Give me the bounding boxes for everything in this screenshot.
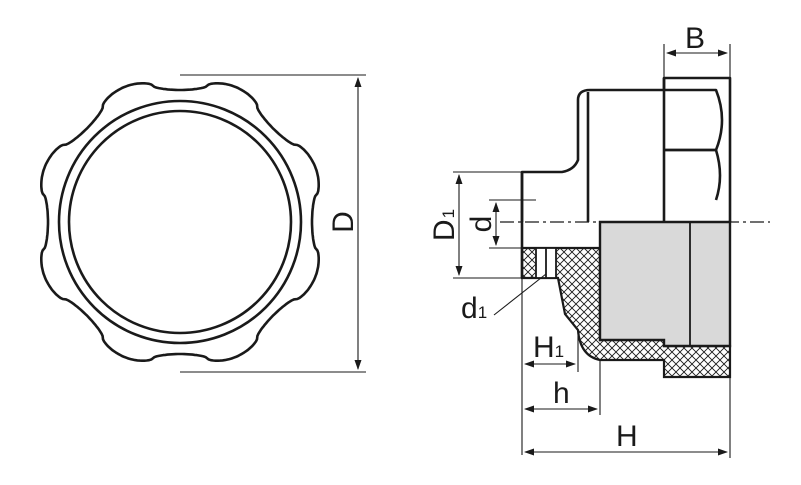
label-H: H: [616, 420, 638, 453]
label-D1: D1: [428, 209, 461, 241]
body-outline-upper: [520, 76, 732, 222]
label-B: B: [685, 22, 705, 55]
side-view: D1 d d1 B H1 h H: [428, 22, 770, 458]
leader-d1: [493, 273, 547, 316]
label-d1: d1: [461, 292, 487, 325]
label-h: h: [553, 377, 570, 410]
lobe-shape: [664, 88, 724, 152]
lobe-shape-2: [664, 148, 722, 201]
knob-ring-outer: [57, 99, 303, 345]
label-d: d: [465, 216, 498, 233]
metal-insert: [598, 220, 732, 348]
knob-ring-inner: [67, 109, 293, 335]
label-H1: H1: [533, 331, 564, 364]
knob-scalloped-outline: [40, 82, 320, 362]
front-view: D: [40, 74, 366, 373]
label-D: D: [327, 211, 360, 233]
